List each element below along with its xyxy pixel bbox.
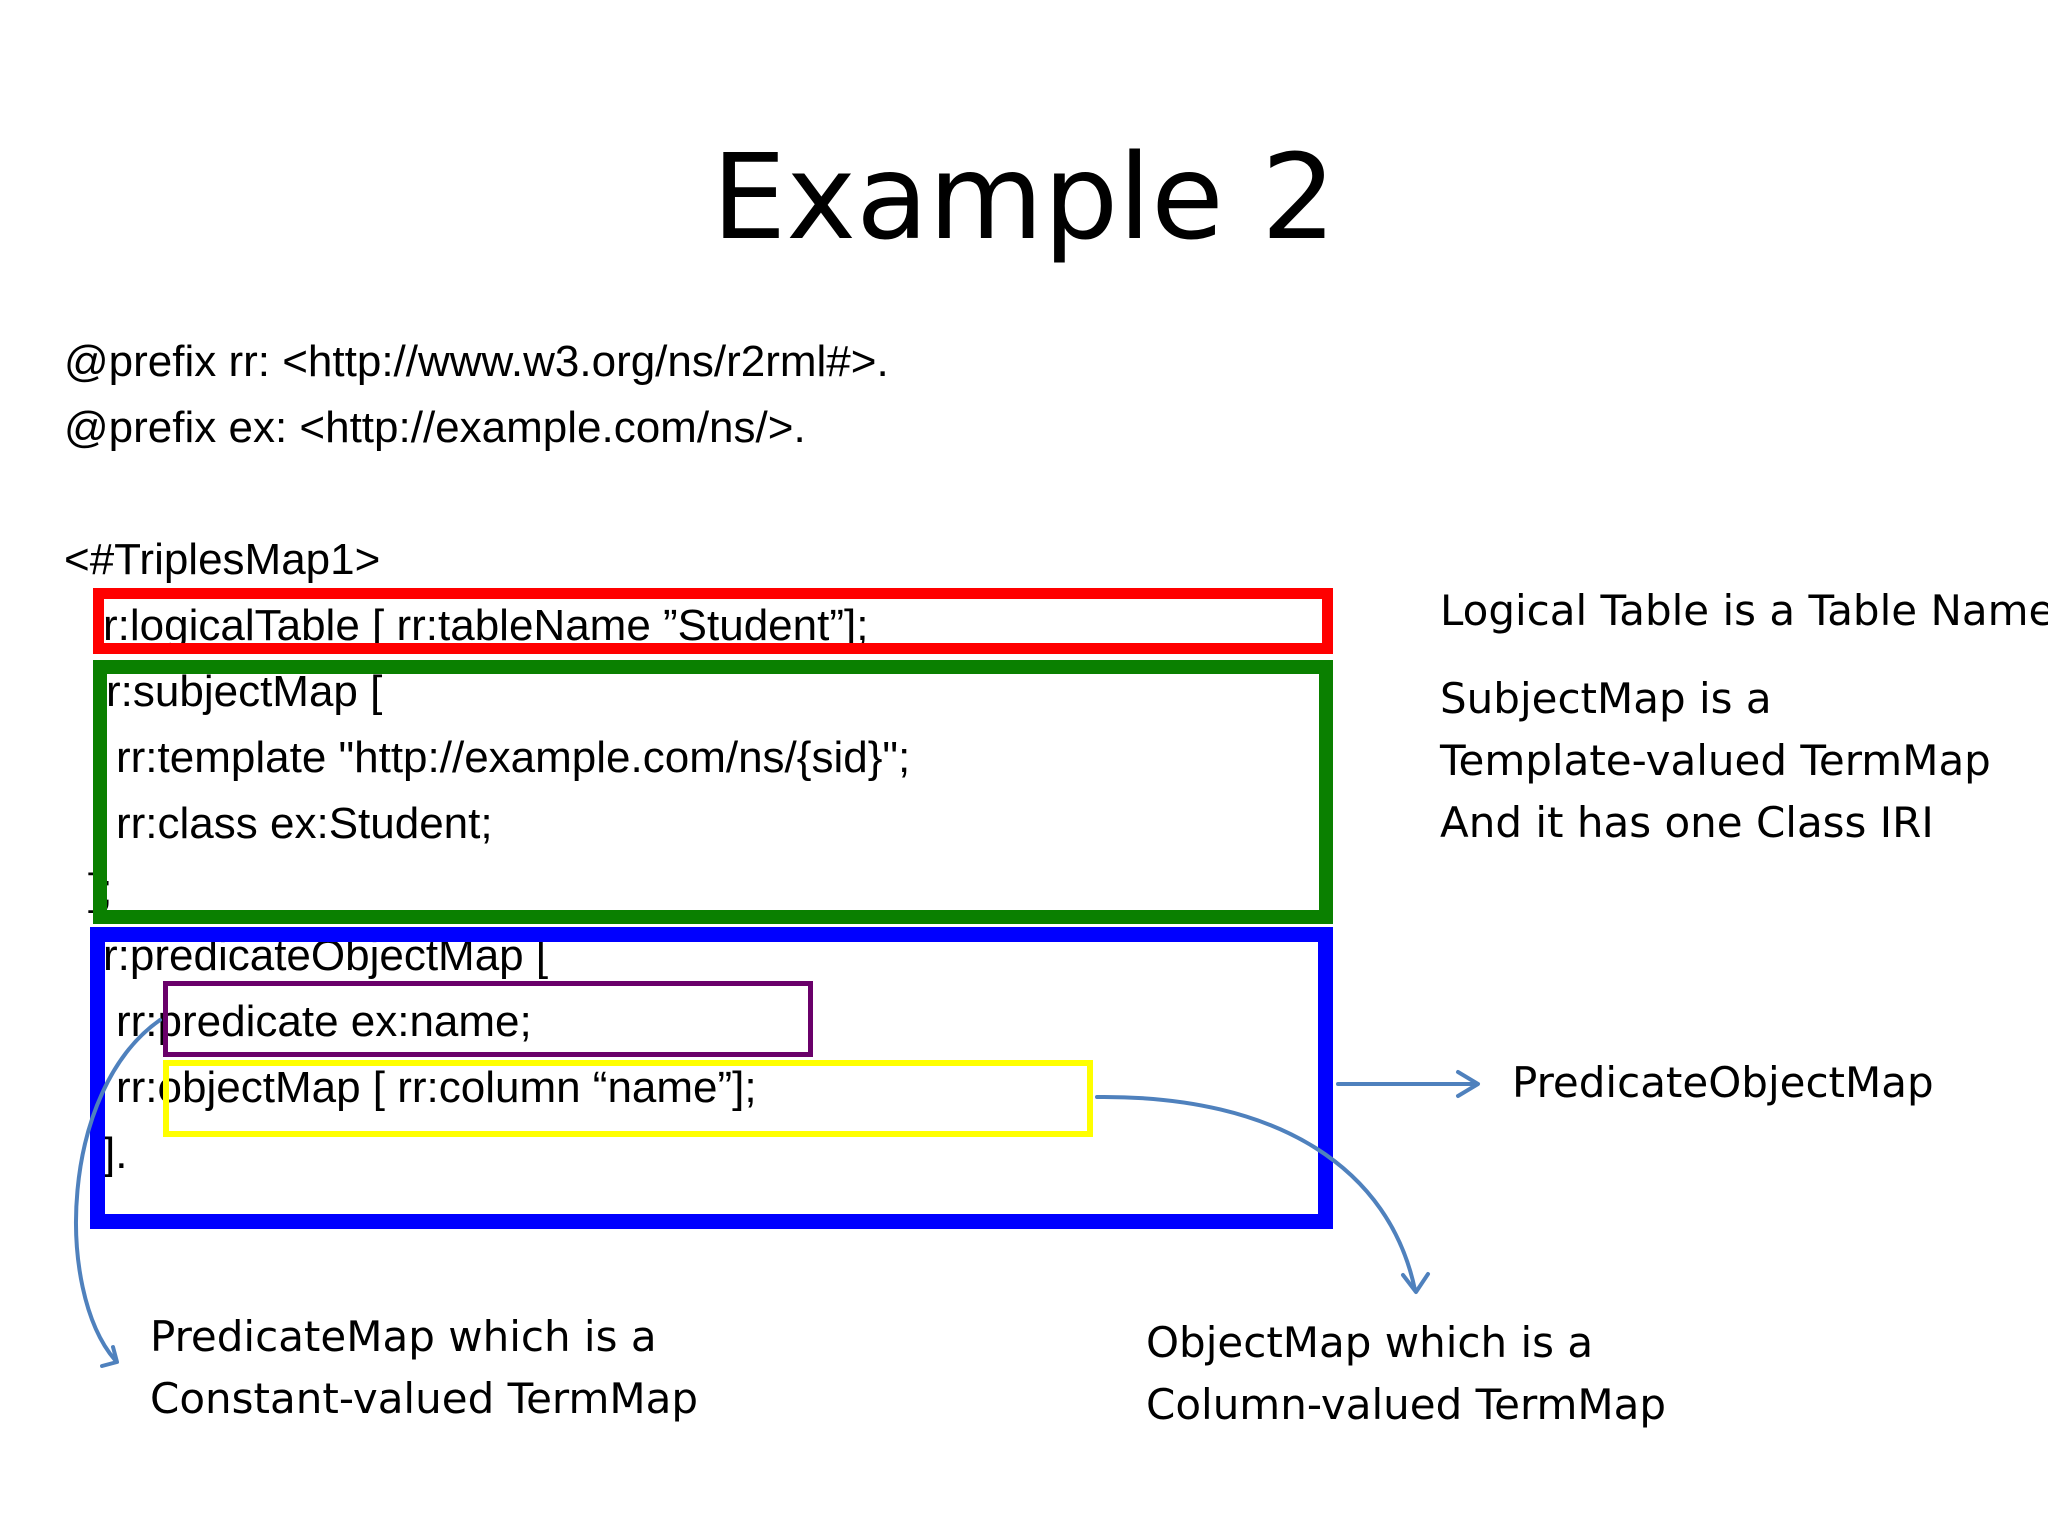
- code-line-object-map: rr:objectMap [ rr:column “name”];: [116, 1063, 757, 1112]
- code-line-predicate-object-map-end: ].: [103, 1129, 128, 1178]
- object-map-note-line-1: ObjectMap which is a: [1146, 1318, 1594, 1367]
- predicate-map-arrowhead: [100, 1345, 119, 1368]
- code-line-class: rr:class ex:Student;: [116, 799, 493, 848]
- code-line-prefix-rr: @prefix rr: <http://www.w3.org/ns/r2rml#…: [64, 337, 889, 386]
- code-line-subject-map: r:subjectMap [: [106, 667, 383, 716]
- logical-table-highlight-box: [93, 588, 1333, 654]
- subject-map-note-line-1: SubjectMap is a: [1440, 674, 1772, 723]
- code-line-predicate: rr:predicate ex:name;: [116, 997, 532, 1046]
- code-line-triples-map: <#TriplesMap1>: [64, 535, 381, 584]
- object-map-arrow: [1095, 1094, 1417, 1292]
- predicate-highlight-box: [163, 981, 813, 1057]
- predicate-object-map-arrowhead: [1456, 1070, 1480, 1098]
- object-map-highlight-box: [163, 1060, 1093, 1137]
- object-map-note-line-2: Column-valued TermMap: [1146, 1380, 1667, 1429]
- predicate-map-note-line-1: PredicateMap which is a: [150, 1312, 657, 1361]
- predicate-object-map-highlight-box: [90, 927, 1333, 1229]
- logical-table-note: Logical Table is a Table Name: [1440, 586, 2048, 635]
- predicate-map-note-line-2: Constant-valued TermMap: [150, 1374, 699, 1423]
- code-line-template: rr:template "http://example.com/ns/{sid}…: [116, 733, 911, 782]
- object-map-arrowhead: [1401, 1272, 1430, 1294]
- subject-map-note-line-3: And it has one Class IRI: [1440, 798, 1934, 847]
- predicate-map-arrow: [74, 1018, 162, 1362]
- subject-map-note-line-2: Template-valued TermMap: [1440, 736, 1991, 785]
- code-line-logical-table: r:logicalTable [ rr:tableName ”Student”]…: [103, 601, 869, 650]
- code-line-prefix-ex: @prefix ex: <http://example.com/ns/>.: [64, 403, 806, 452]
- slide-title: Example 2: [711, 128, 1337, 266]
- predicate-object-map-note: PredicateObjectMap: [1512, 1058, 1934, 1107]
- subject-map-highlight-box: [93, 660, 1333, 924]
